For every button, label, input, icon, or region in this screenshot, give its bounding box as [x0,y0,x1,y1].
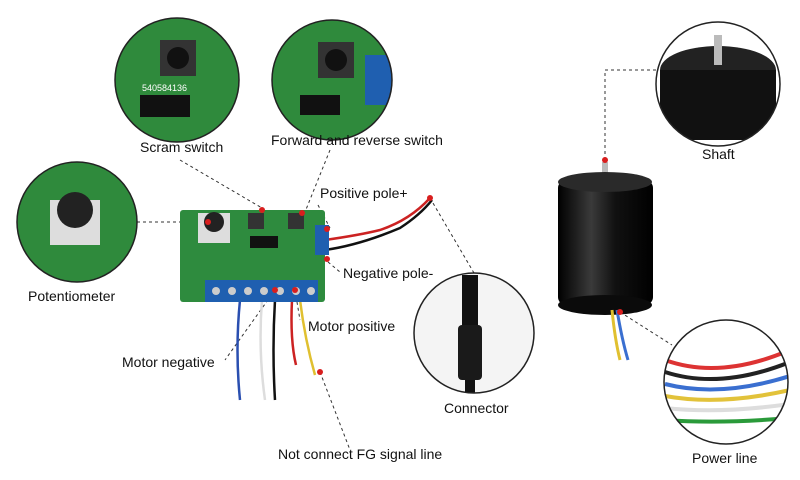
label-motor-positive: Motor positive [308,318,396,334]
label-scram-switch: Scram switch [140,139,224,155]
label-connector: Connector [444,400,509,416]
red-markers [205,157,623,375]
label-fg-signal-line: Not connect FG signal line [278,446,443,462]
forward-reverse-closeup [272,20,392,140]
label-negative-pole: Negative pole- [343,265,434,281]
potentiometer-closeup [17,162,137,282]
board-wires [236,197,433,401]
label-positive-pole: Positive pole+ [320,185,408,201]
connector-closeup [414,273,534,393]
label-forward-reverse-switch: Forward and reverse switch [271,132,443,148]
label-potentiometer: Potentiometer [28,288,116,304]
label-shaft: Shaft [702,146,735,162]
label-motor-negative: Motor negative [122,354,215,370]
label-power-line: Power line [692,450,758,466]
bldc-motor [558,162,653,361]
scram-switch-closeup: 540584136 [115,18,239,142]
power-line-closeup [664,320,788,444]
driver-board [180,210,329,302]
shaft-closeup [656,22,780,146]
svg-text:540584136: 540584136 [142,83,187,93]
